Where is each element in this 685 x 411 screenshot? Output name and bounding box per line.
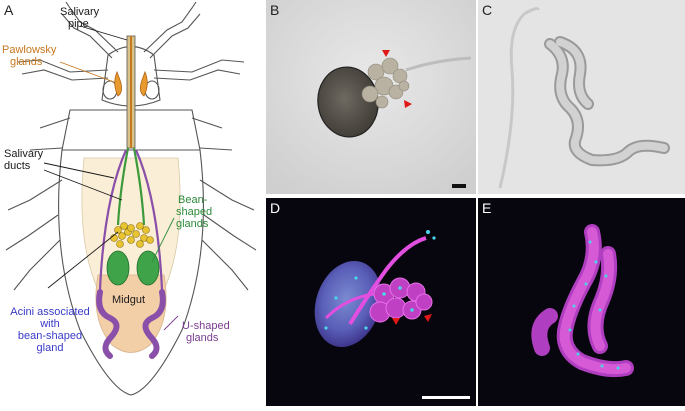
panel-b-micrograph: B — [266, 0, 476, 194]
label-pawlowsky-glands: Pawlowsky glands — [2, 44, 56, 68]
pawlowsky-gland-right — [140, 72, 147, 96]
panel-a-schematic: A Salivary pipe Pawlowsky glands Salivar… — [0, 0, 262, 406]
label-line: pipe — [60, 18, 99, 30]
panel-label-d: D — [270, 200, 280, 216]
label-line: shaped — [176, 206, 212, 218]
label-line: Pawlowsky — [2, 44, 56, 56]
label-line: with — [2, 318, 98, 330]
label-u-shaped-glands: U-shaped glands — [182, 320, 230, 344]
scale-bar-d — [422, 396, 470, 399]
label-line: bean-shaped — [2, 330, 98, 342]
panel-d-fluorescence: D — [266, 198, 476, 406]
label-midgut: Midgut — [112, 294, 145, 306]
label-salivary-pipe: Salivary pipe — [60, 6, 99, 30]
label-acini: Acini associated with bean-shaped gland — [2, 306, 98, 354]
thorax-fill — [82, 158, 180, 290]
label-bean-shaped-glands: Bean- shaped glands — [176, 194, 212, 230]
bean-gland-left — [107, 251, 129, 285]
panel-c-image — [478, 0, 685, 194]
label-line: Salivary — [4, 148, 43, 160]
panel-label-a: A — [4, 2, 13, 18]
panel-e-image — [478, 198, 685, 406]
label-line: Acini associated — [2, 306, 98, 318]
bean-gland-right — [137, 251, 159, 285]
pawlowsky-gland-left — [115, 72, 122, 96]
label-line: glands — [2, 56, 56, 68]
label-line: glands — [176, 218, 212, 230]
label-line: gland — [2, 342, 98, 354]
label-line: U-shaped — [182, 320, 230, 332]
panel-b-image — [266, 0, 476, 194]
panel-e-fluorescence: E — [478, 198, 685, 406]
panel-d-image — [266, 198, 476, 406]
label-line: Salivary — [60, 6, 99, 18]
label-line: ducts — [4, 160, 43, 172]
panel-label-c: C — [482, 2, 492, 18]
panel-c-micrograph: C — [478, 0, 685, 194]
panel-label-e: E — [482, 200, 491, 216]
panel-label-b: B — [270, 2, 279, 18]
label-line: Bean- — [176, 194, 212, 206]
scale-bar-b — [452, 184, 466, 188]
label-salivary-ducts: Salivary ducts — [4, 148, 43, 172]
label-line: glands — [182, 332, 230, 344]
ushaped-leader — [164, 316, 178, 330]
